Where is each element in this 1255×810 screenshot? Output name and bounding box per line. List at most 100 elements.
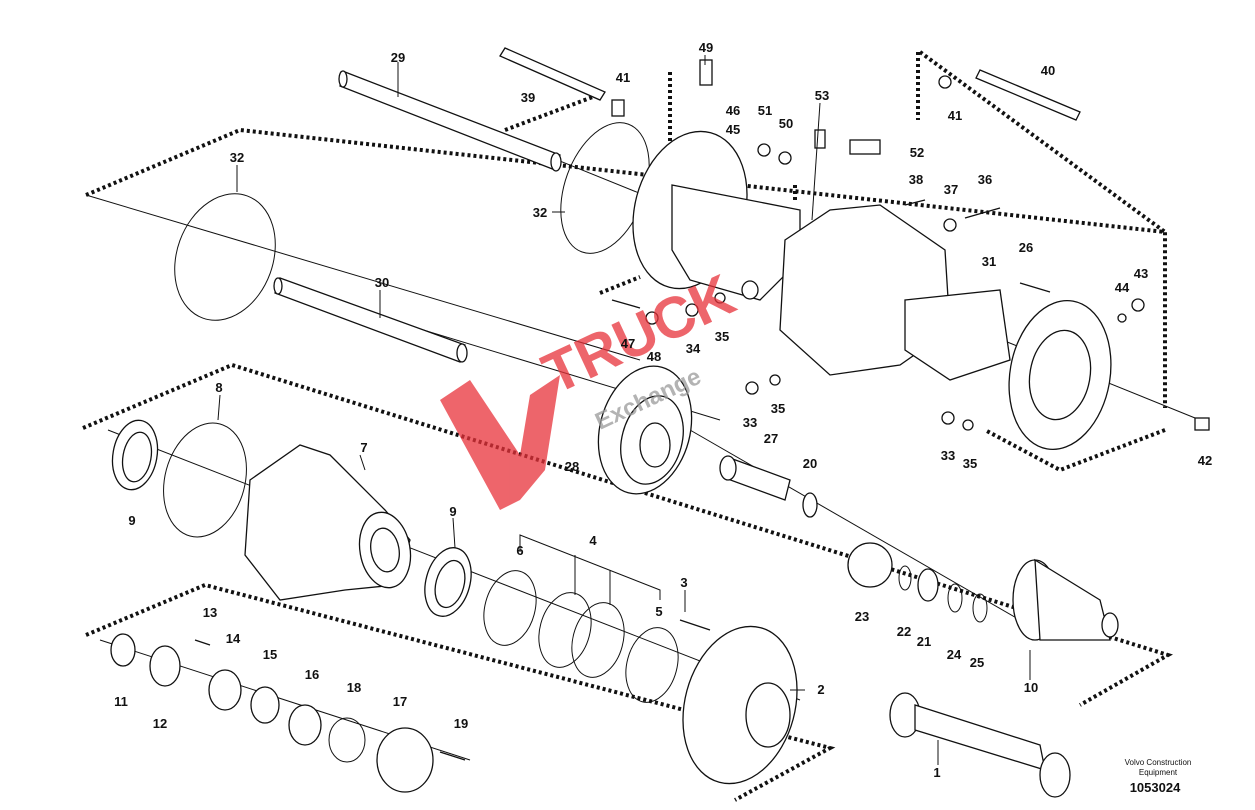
label-9-left: 9: [128, 513, 135, 528]
label-13: 13: [203, 605, 217, 620]
o-ring-6: [483, 570, 537, 646]
label-7: 7: [360, 440, 367, 455]
label-19: 19: [454, 716, 468, 731]
o-ring-35-upper: [714, 292, 726, 304]
o-ring-35-mid: [769, 374, 781, 386]
fitting-53: [814, 129, 826, 149]
label-4: 4: [589, 533, 597, 548]
bolt-3: [679, 619, 711, 631]
label-51: 51: [758, 103, 772, 118]
label-26: 26: [1019, 240, 1033, 255]
o-ring-18: [328, 717, 366, 763]
label-37: 37: [944, 182, 958, 197]
label-28: 28: [565, 459, 579, 474]
label-11: 11: [114, 694, 128, 709]
rod-40: [975, 69, 1081, 121]
plug-43: [1131, 298, 1145, 312]
rod-39: [499, 47, 606, 101]
label-18: 18: [347, 680, 361, 695]
watermark: TRUCK Exchange: [440, 262, 745, 510]
gear-23: [847, 542, 893, 588]
label-22: 22: [897, 624, 911, 639]
ring-24: [947, 583, 963, 613]
label-17: 17: [393, 694, 407, 709]
label-33-right: 33: [941, 448, 955, 463]
leader-lines: [217, 55, 1031, 765]
bolt-41-upper: [611, 99, 625, 117]
bolt-26: [1019, 282, 1051, 293]
complete-axle-overview-1: [889, 692, 1071, 798]
label-1: 1: [933, 765, 940, 780]
label-42: 42: [1198, 453, 1212, 468]
o-ring-5: [625, 627, 679, 703]
label-35-upper: 35: [715, 329, 729, 344]
bolt-36: [964, 207, 1001, 219]
label-33-mid: 33: [743, 415, 757, 430]
washer-41-right: [938, 75, 952, 89]
label-32-left: 32: [230, 150, 244, 165]
washer-11: [110, 633, 136, 667]
label-10: 10: [1024, 680, 1038, 695]
plug-34: [685, 303, 699, 317]
publisher-credit: Volvo Construction Equipment: [1108, 758, 1208, 778]
label-48: 48: [647, 349, 661, 364]
document-number: 1053024: [1129, 780, 1181, 795]
label-41-top: 41: [616, 70, 630, 85]
label-27: 27: [764, 431, 778, 446]
axle-shaft-30: [273, 277, 468, 363]
label-39: 39: [521, 90, 535, 105]
label-35-right: 35: [963, 456, 977, 471]
nut-14: [208, 669, 242, 711]
label-38: 38: [909, 172, 923, 187]
pin-13: [194, 639, 211, 646]
bolt-47: [611, 299, 641, 309]
bearing-9-inner-left: [121, 431, 153, 483]
label-47: 47: [621, 336, 635, 351]
label-9-right: 9: [449, 504, 456, 519]
o-ring-35-right: [962, 419, 974, 431]
o-ring-32-left: [174, 193, 276, 321]
label-20: 20: [803, 456, 817, 471]
ring-12: [149, 645, 181, 687]
label-31: 31: [982, 254, 996, 269]
label-46: 46: [726, 103, 740, 118]
nut-37: [943, 218, 957, 232]
watermark-logo-mark: [440, 375, 560, 510]
snap-ring-8: [163, 422, 247, 538]
label-43: 43: [1134, 266, 1148, 281]
label-53: 53: [815, 88, 829, 103]
brake-pack-28: [597, 365, 693, 495]
label-6: 6: [516, 543, 523, 558]
part-number-labels: 29 39 41 49 46 45 51 50 53 52 40 41 32 3…: [114, 40, 1212, 780]
nut-48: [645, 311, 659, 325]
label-12: 12: [153, 716, 167, 731]
credit-line-1: Volvo Construction: [1124, 758, 1192, 767]
axle-shaft-29: [338, 70, 562, 172]
label-30: 30: [375, 275, 389, 290]
label-40: 40: [1041, 63, 1055, 78]
label-3: 3: [680, 575, 687, 590]
label-29: 29: [391, 50, 405, 65]
label-15: 15: [263, 647, 277, 662]
label-16: 16: [305, 667, 319, 682]
washer-33-mid: [745, 381, 759, 395]
label-35-mid: 35: [771, 401, 785, 416]
label-5: 5: [655, 604, 662, 619]
bearing-9-inner-right: [434, 559, 466, 609]
seal-4a: [538, 592, 592, 668]
ring-22: [898, 565, 912, 591]
label-50: 50: [779, 116, 793, 131]
label-34: 34: [686, 341, 701, 356]
label-52: 52: [910, 145, 924, 160]
label-44: 44: [1115, 280, 1130, 295]
label-24: 24: [947, 647, 962, 662]
wheel-hub-2: [682, 625, 798, 785]
nut-16: [288, 704, 322, 746]
seal-4b: [571, 602, 625, 678]
washer-44: [1117, 313, 1127, 323]
plug-50: [778, 151, 792, 165]
label-45: 45: [726, 122, 740, 137]
label-25: 25: [970, 655, 984, 670]
hub-flange-10: [1012, 558, 1119, 641]
